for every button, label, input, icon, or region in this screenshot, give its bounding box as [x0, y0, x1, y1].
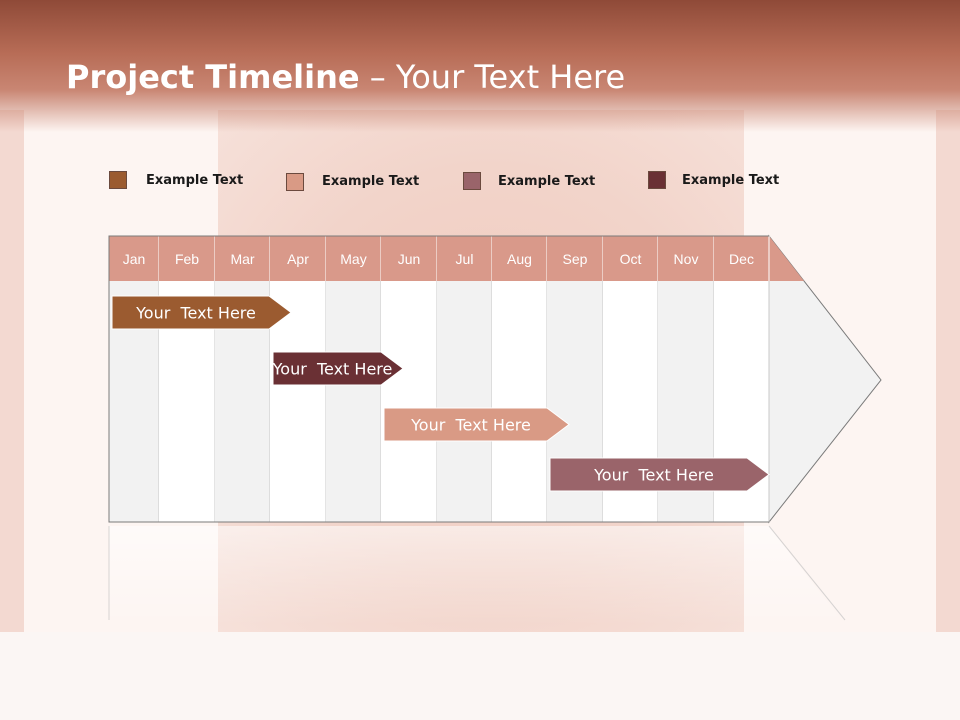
legend-label-4: Example Text: [682, 173, 780, 188]
page-title: Project Timeline – Your Text Here: [66, 58, 625, 96]
legend-label-1: Example Text: [146, 173, 244, 188]
legend-swatch-3: [463, 172, 481, 190]
header-band: [0, 0, 960, 132]
legend-label-3: Example Text: [498, 174, 596, 189]
title-rest: – Your Text Here: [359, 58, 626, 96]
background-footer: [0, 632, 960, 720]
title-bold: Project Timeline: [66, 58, 360, 96]
legend-swatch-2: [286, 173, 304, 191]
legend-swatch-4: [648, 171, 666, 189]
legend-label-2: Example Text: [322, 174, 420, 189]
background-panel-right: [744, 110, 936, 632]
background-side-strip-left: [0, 110, 24, 632]
legend-swatch-1: [109, 171, 127, 189]
background-side-strip-right: [936, 110, 960, 632]
